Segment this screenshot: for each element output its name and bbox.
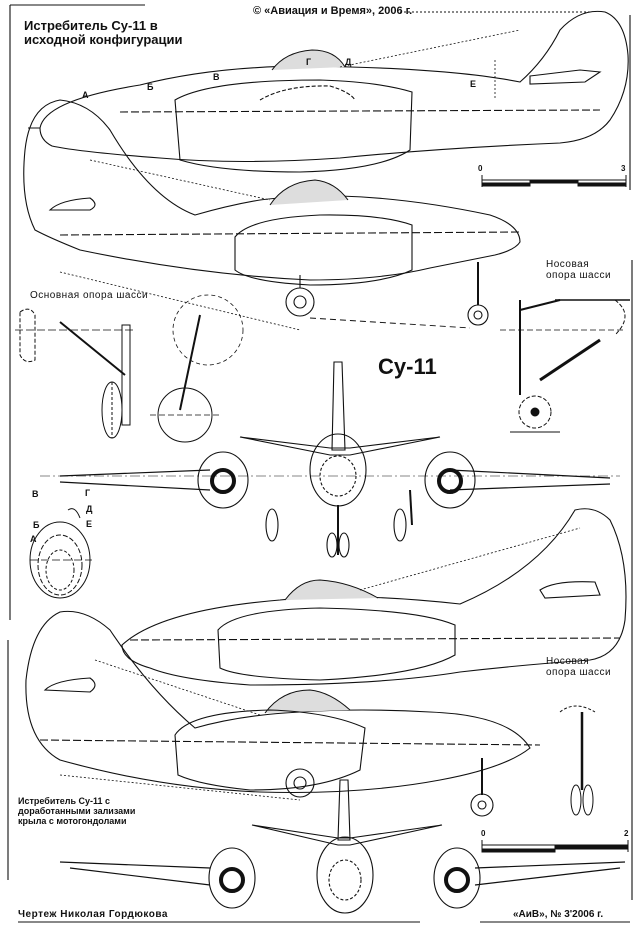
- left-nacelle: [208, 847, 256, 909]
- horizontal-tail: [251, 824, 443, 846]
- engine-nacelle: [234, 214, 413, 286]
- caption-line: доработанными зализами: [18, 805, 136, 816]
- scale-bar-2m: [481, 840, 629, 853]
- caption-line: Носовая: [546, 656, 590, 667]
- nose-gear-detail-lower: [559, 705, 596, 816]
- gear-front-right: [393, 508, 407, 542]
- scale-bar-3m: [481, 175, 627, 187]
- section-key-b: Б: [33, 520, 40, 530]
- nose-wheel-detail: [518, 395, 552, 429]
- wing-span-line: [59, 469, 611, 479]
- canopy: [269, 179, 349, 206]
- caption-line: Истребитель Су-11 с: [18, 796, 111, 806]
- wing-span-line: [59, 861, 626, 869]
- publication-source: «АиВ», № 3'2006 г.: [513, 909, 604, 920]
- side-view-original-lower: [23, 99, 521, 331]
- caption-line: опора шасси: [546, 667, 612, 678]
- main-wheel: [285, 287, 315, 317]
- horizontal-tail: [239, 436, 441, 456]
- title-line-1: Истребитель Су-11 в: [24, 18, 158, 33]
- caption-line: Носовая: [546, 259, 590, 270]
- main-wheel: [285, 768, 315, 798]
- section-label-e: Е: [470, 79, 477, 89]
- left-nacelle: [197, 451, 249, 509]
- main-wheel-retracted: [157, 387, 213, 443]
- main-gear-detail: [15, 294, 244, 443]
- copyright-notice: © «Авиация и Время», 2006 г.: [253, 5, 413, 17]
- tailplane: [529, 69, 602, 85]
- section-label-g: Г: [306, 57, 312, 67]
- front-view-modified: [59, 779, 626, 914]
- side-view-modified-upper: [121, 508, 627, 686]
- fuselage-front: [309, 433, 367, 507]
- cross-sections: [29, 508, 92, 599]
- tailplane: [539, 581, 601, 599]
- section-key-e: Е: [86, 519, 93, 529]
- projection-line: [59, 271, 301, 331]
- canopy: [284, 579, 379, 601]
- section-label-a: А: [82, 90, 89, 100]
- ground-line: [309, 317, 471, 329]
- scale-start: 0: [481, 829, 486, 838]
- tailplane: [43, 677, 96, 693]
- fuselage-dash-line: [119, 109, 601, 113]
- section-key-v: В: [32, 489, 39, 499]
- title-line-2: исходной конфигурации: [24, 32, 183, 48]
- engine-nacelle: [174, 79, 413, 173]
- fuselage-dash-line: [59, 231, 521, 236]
- section-key-g: Г: [85, 488, 91, 498]
- retraction-arc: [172, 294, 244, 366]
- engine-nacelle: [217, 607, 456, 681]
- section-key-a: А: [30, 534, 37, 544]
- scale-end: 3: [621, 164, 626, 173]
- front-view-original: [40, 361, 620, 558]
- vertical-tail: [331, 361, 346, 451]
- scale-start: 0: [478, 164, 483, 173]
- nose-wheel: [467, 304, 489, 326]
- nose-gear-caption-upper: Носовая опора шасси: [546, 259, 611, 281]
- fuselage-outline: [23, 99, 521, 281]
- caption-line: крыла с мотогондолами: [18, 815, 127, 826]
- canopy: [271, 49, 346, 71]
- section-label-v: В: [213, 72, 220, 82]
- right-nacelle: [424, 451, 476, 509]
- nose-gear-detail-upper: [500, 299, 630, 433]
- fuselage-front: [316, 836, 374, 914]
- tailplane: [48, 197, 96, 211]
- aircraft-model-name: Су-11: [378, 354, 437, 379]
- vertical-tail: [337, 779, 351, 841]
- canopy: [264, 689, 351, 714]
- section-key-d: Д: [86, 504, 93, 514]
- side-view-modified-lower: [25, 610, 541, 817]
- caption-line: опора шасси: [546, 270, 612, 281]
- section-label-d: Д: [345, 57, 352, 67]
- nose-wheel: [470, 793, 494, 817]
- main-gear-caption: Основная опора шасси: [30, 290, 149, 301]
- side-view-original-upper: [28, 10, 629, 173]
- projection-line: [89, 159, 271, 201]
- drawing-title: Истребитель Су-11 в исходной конфигураци…: [24, 18, 183, 48]
- engine-nacelle: [174, 709, 366, 791]
- wing-root: [259, 85, 356, 101]
- gear-front-left: [265, 508, 279, 542]
- section-label-b: Б: [147, 82, 154, 92]
- modified-variant-caption: Истребитель Су-11 с доработанными зализа…: [18, 796, 136, 827]
- projection-line: [339, 29, 521, 68]
- scale-end: 2: [624, 829, 629, 838]
- right-nacelle: [433, 847, 481, 909]
- author-credit: Чертеж Николая Гордюкова: [18, 909, 168, 920]
- nose-gear-caption-lower: Носовая опора шасси: [546, 656, 611, 678]
